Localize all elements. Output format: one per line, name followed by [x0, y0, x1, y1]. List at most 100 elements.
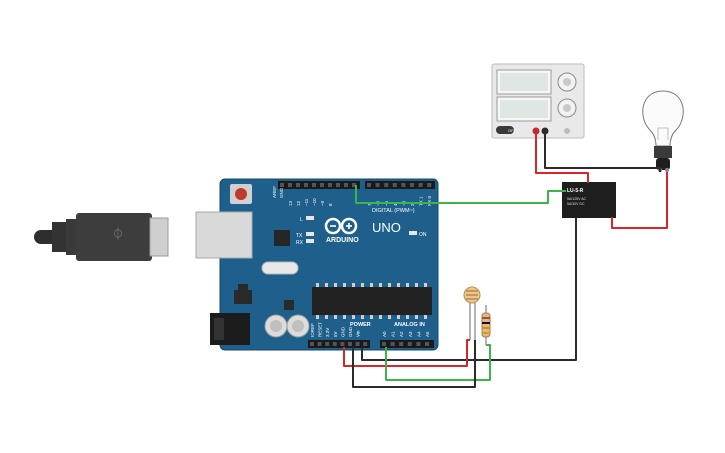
header-pin-hole[interactable]	[280, 183, 284, 187]
header-pin-hole[interactable]	[336, 183, 340, 187]
header-pin-hole[interactable]	[355, 342, 360, 346]
power-pin-label: 3.3V	[325, 328, 330, 337]
header-pin-hole[interactable]	[416, 342, 421, 346]
usb-b-socket	[195, 211, 253, 259]
analog-label: ANALOG IN	[394, 322, 425, 328]
header-analog[interactable]	[380, 340, 434, 348]
ps-power-switch[interactable]	[496, 126, 514, 134]
power-pin-label: GND	[340, 326, 345, 337]
header-pin-hole[interactable]	[320, 183, 324, 187]
header-pin-hole[interactable]	[401, 183, 406, 187]
digital-pin-label: 7	[367, 203, 372, 206]
digital-pin-label: ~11	[304, 198, 309, 206]
header-pin-hole[interactable]	[288, 183, 292, 187]
led-rx	[306, 239, 314, 243]
header-pin-hole[interactable]	[310, 342, 314, 346]
power-pin-label: IOREF	[310, 323, 315, 337]
analog-pin-label: A2	[399, 331, 404, 337]
relay-rating-1: 5A/125V AC	[567, 197, 587, 201]
header-pin-hole[interactable]	[367, 183, 371, 187]
header-pin-hole[interactable]	[427, 183, 432, 187]
gnd-label: GND	[279, 187, 284, 198]
header-pin-hole[interactable]	[425, 342, 429, 346]
brand-label: ARDUINO	[326, 237, 359, 244]
header-pin-hole[interactable]	[348, 342, 352, 346]
analog-pin-label: A0	[382, 331, 387, 337]
header-digital-low[interactable]	[365, 181, 435, 189]
header-pin-hole[interactable]	[392, 183, 397, 187]
header-pin-hole[interactable]	[399, 342, 404, 346]
wire-green-a0[interactable]	[385, 344, 491, 381]
photoresistor[interactable]	[463, 286, 481, 340]
ps-terminal-negative[interactable]	[541, 127, 549, 135]
header-pin-hole[interactable]	[375, 183, 380, 187]
relay[interactable]: LU-5-R 5A/125V AC 5A/30V DC	[562, 182, 616, 218]
led-l	[306, 216, 314, 220]
digital-pin-label: 8	[328, 203, 333, 206]
led-tx	[306, 232, 314, 236]
usb-chip	[274, 230, 290, 246]
header-pin-hole[interactable]	[344, 183, 348, 187]
header-pin-hole[interactable]	[410, 183, 414, 187]
digital-pin-label: 2	[410, 203, 415, 206]
digital-pin-label: 13	[288, 200, 293, 206]
power-supply[interactable]: OFF	[491, 63, 585, 139]
resistor[interactable]	[481, 305, 491, 345]
arduino-logo-icon	[324, 217, 358, 235]
voltage-regulator	[234, 290, 252, 304]
header-pin-hole[interactable]	[384, 183, 389, 187]
header-pin-hole[interactable]	[332, 342, 337, 346]
usb-cable[interactable]: ⏀	[34, 213, 169, 261]
ps-terminal-positive[interactable]	[532, 127, 540, 135]
analog-pin-label: A5	[425, 331, 430, 337]
atmega-chip	[312, 287, 432, 315]
wire-black-gnd[interactable]	[352, 340, 476, 388]
ps-off-label: OFF	[508, 128, 517, 133]
header-pin-hole[interactable]	[382, 342, 386, 346]
digital-pin-label: ~9	[320, 200, 325, 206]
wire-green-digital[interactable]	[355, 185, 566, 204]
header-pin-hole[interactable]	[418, 183, 423, 187]
analog-pin-label: A4	[416, 331, 421, 337]
digital-label: DIGITAL (PWM~)	[372, 208, 415, 214]
led-rx-label: RX	[296, 240, 304, 246]
header-pin-hole[interactable]	[328, 183, 332, 187]
digital-pin-label: 12	[296, 200, 301, 206]
wire-black-supply[interactable]	[544, 134, 661, 172]
digital-pin-label: ~10	[312, 198, 317, 206]
wire-red-supply[interactable]	[535, 134, 589, 183]
header-pin-hole[interactable]	[312, 183, 316, 187]
usb-icon: ⏀	[112, 226, 124, 241]
relay-rating-2: 5A/30V DC	[567, 202, 585, 206]
power-pin-label: GND	[348, 326, 353, 337]
header-pin-hole[interactable]	[363, 342, 368, 346]
analog-pin-label: A1	[391, 331, 396, 337]
digital-pin-label: TX 1	[419, 196, 424, 206]
header-pin-hole[interactable]	[317, 342, 322, 346]
header-digital-high[interactable]	[278, 181, 360, 189]
analog-pin-label: A3	[408, 331, 413, 337]
led-on	[409, 231, 417, 235]
relay-model: LU-5-R	[567, 188, 584, 194]
wire-red-5v[interactable]	[343, 339, 470, 367]
wire-red-bulb[interactable]	[611, 172, 668, 229]
power-label: POWER	[350, 322, 371, 328]
header-pin-hole[interactable]	[325, 342, 330, 346]
header-pin-hole[interactable]	[390, 342, 395, 346]
header-pin-hole[interactable]	[352, 183, 356, 187]
power-pin-label: 5V	[333, 331, 338, 337]
header-pin-hole[interactable]	[296, 183, 300, 187]
power-pin-label: Vin	[356, 330, 361, 337]
wire-black-relay[interactable]	[361, 217, 577, 361]
header-pin-hole[interactable]	[304, 183, 308, 187]
header-pin-hole[interactable]	[407, 342, 412, 346]
on-label: ON	[419, 232, 427, 238]
header-pin-hole[interactable]	[340, 342, 345, 346]
power-pin-label: RESET	[318, 322, 323, 337]
led-l-label: L	[300, 217, 303, 223]
light-bulb[interactable]	[642, 90, 684, 172]
led-tx-label: TX	[296, 233, 303, 239]
header-power[interactable]	[308, 340, 370, 348]
